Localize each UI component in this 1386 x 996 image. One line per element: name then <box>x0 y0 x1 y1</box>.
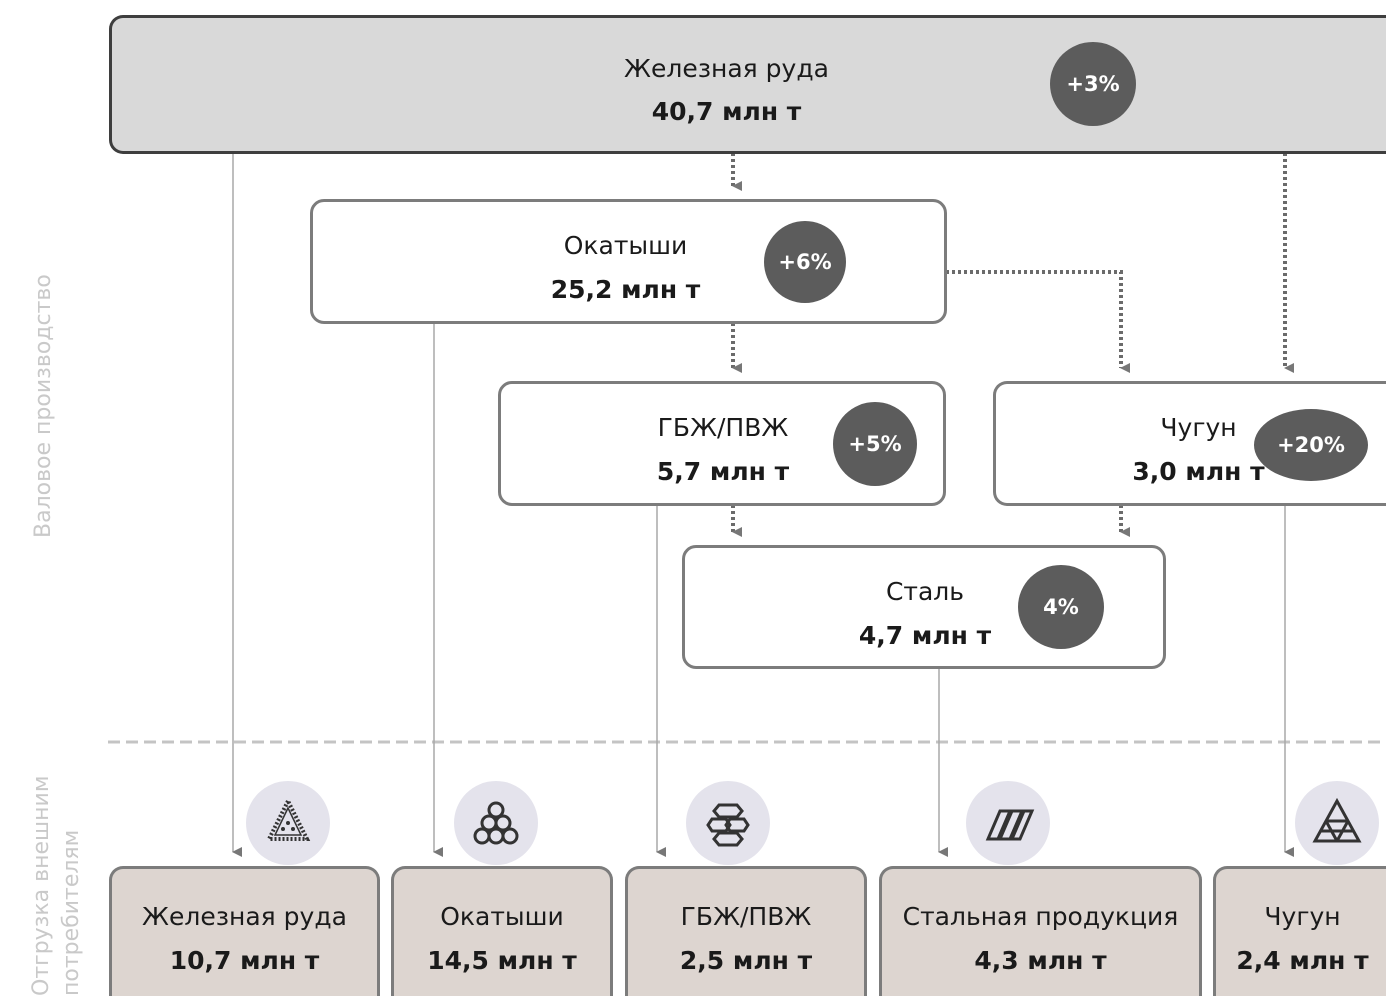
shipment-iron-ore-name: Железная руда <box>142 902 347 931</box>
shipment-pig-iron-name: Чугун <box>1264 902 1341 931</box>
node-pellets-value: 25,2 млн т <box>550 275 701 304</box>
shipment-iron-ore-value: 10,7 млн т <box>169 946 320 975</box>
steel-change-badge: 4% <box>1018 565 1104 649</box>
node-steel-name: Сталь <box>885 577 965 606</box>
node-pellets-name: Окатыши <box>563 231 688 260</box>
shipment-steel-products-value: 4,3 млн т <box>974 946 1107 975</box>
pellets-icon <box>454 781 538 865</box>
shipment-pellets-name: Окатыши <box>440 902 564 931</box>
node-pellets: Окатыши 25,2 млн т <box>310 199 947 324</box>
node-hbi-dri-name: ГБЖ/ПВЖ <box>657 413 789 442</box>
pellets-change-badge: +6% <box>764 221 846 303</box>
hbi-dri-change-badge: +5% <box>833 402 917 486</box>
node-steel-value: 4,7 млн т <box>858 621 992 650</box>
shipment-iron-ore: Железная руда 10,7 млн т <box>109 866 380 996</box>
shipment-pellets-value: 14,5 млн т <box>427 946 577 975</box>
node-iron-ore: Железная руда 40,7 млн т <box>109 15 1386 154</box>
node-pig-iron-name: Чугун <box>1160 413 1237 442</box>
steel-bars-icon <box>966 781 1050 865</box>
flow-pellets-to-pigiron <box>946 270 1130 373</box>
node-iron-ore-value: 40,7 млн т <box>651 97 802 126</box>
node-hbi-dri-value: 5,7 млн т <box>656 457 790 486</box>
iron-ore-change-badge: +3% <box>1050 42 1136 126</box>
shipment-pig-iron: Чугун 2,4 млн т <box>1213 866 1386 996</box>
pig-iron-pyramid-icon <box>1295 781 1379 865</box>
hbi-briquettes-icon <box>686 781 770 865</box>
shipment-pellets: Окатыши 14,5 млн т <box>391 866 613 996</box>
iron-ore-pile-icon <box>246 781 330 865</box>
node-pig-iron-value: 3,0 млн т <box>1132 457 1265 486</box>
pig-iron-change-badge: +20% <box>1254 409 1368 481</box>
shipment-steel-products: Стальная продукция 4,3 млн т <box>879 866 1202 996</box>
shipment-steel-products-name: Стальная продукция <box>902 902 1179 931</box>
shipment-pig-iron-value: 2,4 млн т <box>1236 946 1369 975</box>
shipment-hbi-dri-name: ГБЖ/ПВЖ <box>680 902 812 931</box>
node-iron-ore-name: Железная руда <box>624 54 829 83</box>
shipment-hbi-dri-value: 2,5 млн т <box>679 946 813 975</box>
shipment-hbi-dri: ГБЖ/ПВЖ 2,5 млн т <box>625 866 867 996</box>
